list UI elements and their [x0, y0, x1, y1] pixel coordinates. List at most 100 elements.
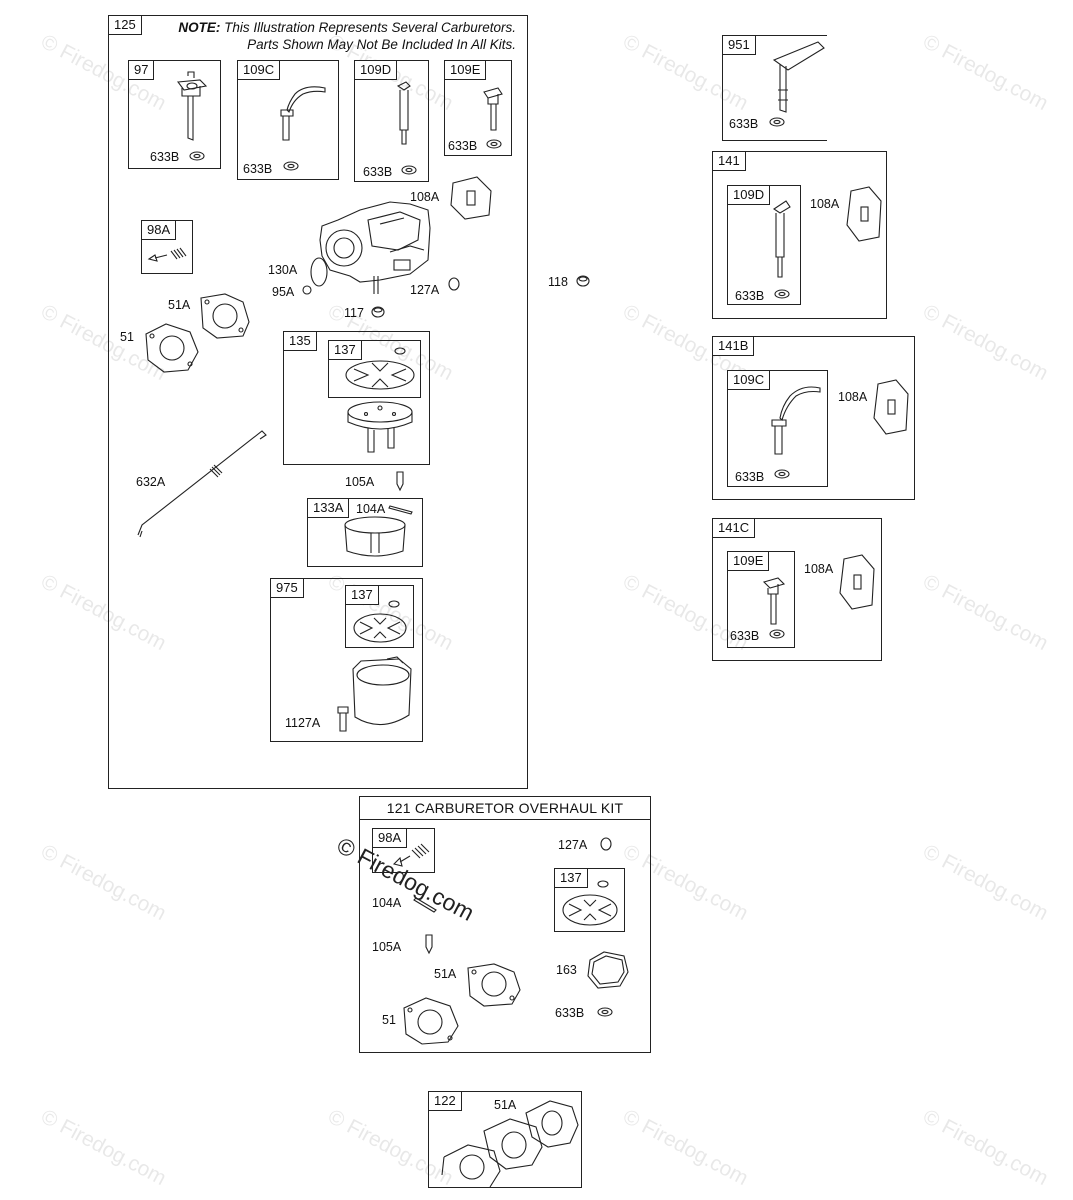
note-line-2: Parts Shown May Not Be Included In All K… [247, 37, 516, 52]
part-label-633b: 633B [735, 289, 765, 303]
o-ring-icon [283, 161, 299, 171]
part-box-133a: 133A [307, 498, 423, 567]
nut-icon [576, 275, 590, 287]
needle-icon [396, 471, 404, 492]
part-box-109e: 109E [727, 551, 795, 648]
needle-valve-icon [762, 577, 786, 625]
o-ring-icon [448, 277, 460, 291]
part-box-97: 97 [128, 60, 221, 169]
part-label-141c: 141C [713, 519, 756, 538]
part-box-141b: 141B [712, 336, 915, 500]
part-label-1127a: 1127A [285, 716, 321, 730]
kit-id-125: 125 [109, 16, 142, 35]
gasket-icon [467, 963, 521, 1007]
part-label-95a: 95A [272, 285, 295, 299]
part-label-104a: 104A [372, 896, 402, 910]
o-ring-icon [600, 837, 612, 851]
illustration-note: NOTE: This Illustration Represents Sever… [151, 19, 516, 53]
part-label-633b: 633B [363, 165, 393, 179]
o-ring-icon [189, 151, 205, 161]
needle-valve-icon [773, 200, 791, 278]
part-box-141: 141 [712, 151, 887, 319]
watermark: © Firedog.com [919, 30, 1052, 116]
part-label-127a: 127A [410, 283, 440, 297]
watermark: © Firedog.com [919, 570, 1052, 656]
o-ring-icon [401, 165, 417, 175]
part-label-109d: 109D [728, 186, 771, 205]
part-box-109e: 109E [444, 60, 512, 156]
float-bowl-gasket-icon [345, 347, 415, 390]
carburetor-body-icon [319, 201, 431, 294]
o-ring-icon [774, 289, 790, 299]
part-box-109d: 109D [727, 185, 801, 305]
gasket-icon [846, 186, 882, 242]
part-box-137: 137 [345, 585, 414, 648]
governor-link-icon [137, 430, 267, 538]
part-label-137: 137 [346, 586, 379, 605]
needle-valve-icon [280, 86, 326, 141]
kit-box-122: 122 [428, 1091, 582, 1188]
part-label-130a: 130A [268, 263, 298, 277]
watermark: © Firedog.com [919, 840, 1052, 926]
part-label-122: 122 [429, 1092, 462, 1111]
choke-shaft-icon [772, 41, 825, 113]
part-label-633b: 633B [150, 150, 180, 164]
part-label-51: 51 [382, 1013, 396, 1027]
part-label-51a: 51A [434, 967, 457, 981]
part-box-141c: 141C [712, 518, 882, 661]
part-label-137: 137 [555, 869, 588, 888]
o-ring-icon [769, 117, 785, 127]
needle-valve-icon [771, 386, 821, 455]
watermark: © Firedog.com [919, 300, 1052, 386]
float-bowl-icon [352, 656, 412, 726]
part-box-951: 951 [722, 35, 827, 141]
part-box-98a: 98A [372, 828, 435, 873]
gasket-set-icon [441, 1100, 579, 1188]
part-label-633b: 633B [555, 1006, 585, 1020]
part-label-109e: 109E [728, 552, 770, 571]
o-ring-icon [486, 139, 502, 149]
part-label-51a: 51A [494, 1098, 517, 1112]
part-label-135: 135 [284, 332, 317, 351]
part-label-633b: 633B [730, 629, 760, 643]
part-label-104a: 104A [356, 502, 386, 516]
nut-icon [371, 306, 385, 318]
part-label-105a: 105A [345, 475, 375, 489]
gasket-icon [839, 554, 875, 610]
pin-icon [413, 897, 437, 913]
part-label-137: 137 [329, 341, 362, 360]
part-label-109c: 109C [728, 371, 771, 390]
kit-box-121: 121 CARBURETOR OVERHAUL KIT [359, 796, 651, 1053]
watermark: © Firedog.com [619, 1105, 752, 1191]
gasket-icon [587, 951, 629, 989]
part-label-633b: 633B [243, 162, 273, 176]
part-label-109c: 109C [238, 61, 281, 80]
part-label-127a: 127A [558, 838, 588, 852]
part-label-141b: 141B [713, 337, 755, 356]
idle-valve-icon [176, 71, 208, 141]
o-ring-icon [774, 469, 790, 479]
screw-spring-icon [147, 247, 187, 262]
part-label-51: 51 [120, 330, 134, 344]
gasket-icon [450, 176, 492, 220]
part-label-975: 975 [271, 579, 304, 598]
float-icon [347, 401, 413, 453]
choke-plate-icon [310, 257, 328, 287]
gasket-icon [873, 379, 909, 435]
part-label-105a: 105A [372, 940, 402, 954]
overhaul-kit-title: 121 CARBURETOR OVERHAUL KIT [360, 797, 650, 820]
part-box-975: 975 [270, 578, 423, 742]
part-box-137: 137 [554, 868, 625, 932]
pin-icon [388, 505, 413, 515]
float-bowl-gasket-icon [353, 600, 407, 643]
part-label-951: 951 [723, 36, 756, 55]
watermark: © Firedog.com [37, 1105, 170, 1191]
part-label-133a: 133A [308, 499, 350, 518]
part-label-51a: 51A [168, 298, 191, 312]
screw-icon [302, 285, 312, 295]
gasket-icon [145, 323, 199, 373]
kit-box-125: 125 NOTE: This Illustration Represents S… [108, 15, 528, 789]
part-label-109e: 109E [445, 61, 487, 80]
screw-spring-icon [392, 843, 430, 867]
gasket-icon [200, 293, 250, 339]
